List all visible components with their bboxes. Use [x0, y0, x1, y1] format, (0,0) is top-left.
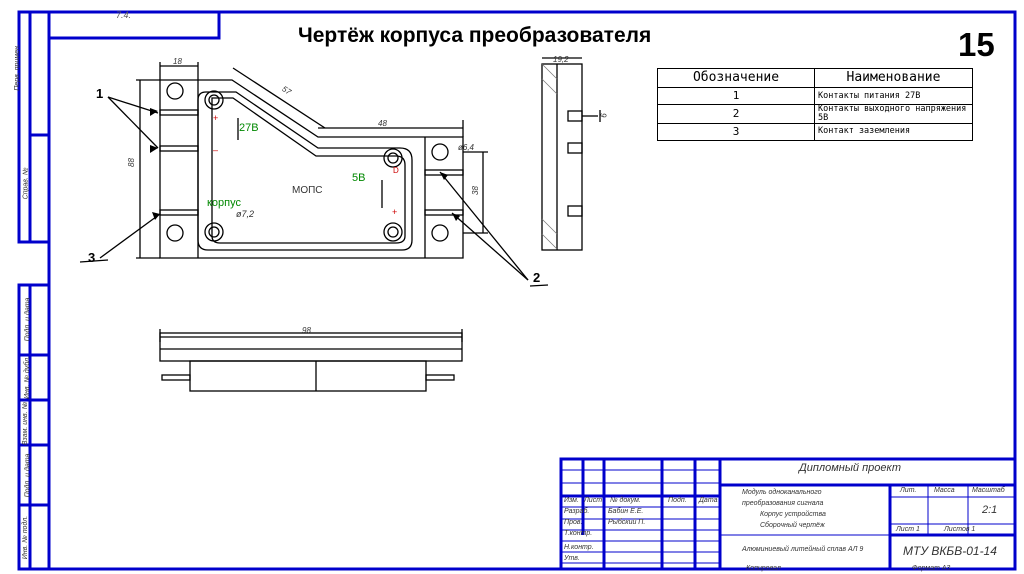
- stamp-copied: Копировал: [746, 565, 781, 572]
- stamp-role: Т.контр.: [564, 530, 593, 537]
- stamp-role: Пров.: [564, 519, 583, 526]
- stamp-head: Лист: [584, 497, 603, 504]
- legend-row: 3 Контакт заземления: [657, 122, 973, 141]
- legend-num: 1: [657, 87, 815, 105]
- label-plus-1: +: [213, 113, 219, 123]
- side-stamp: Инв. № подл.: [22, 515, 30, 560]
- stamp-name: Рыбский П.: [608, 519, 646, 526]
- callout-3: 3: [88, 250, 96, 265]
- legend-header-designation: Обозначение: [657, 68, 815, 88]
- side-stamp: Взам. инв. №: [22, 401, 30, 446]
- stamp-scale: 2:1: [982, 504, 998, 516]
- stamp-name: Бабин Е.Е.: [608, 508, 644, 515]
- callout-2: 2: [533, 270, 541, 285]
- stamp-sheets: Листов 1: [944, 526, 976, 533]
- stamp-head: Дата: [699, 497, 718, 504]
- label-27v: 27В: [239, 122, 259, 134]
- stamp-role: Разраб.: [564, 508, 590, 515]
- stamp-head: Изм.: [564, 497, 579, 504]
- stamp-project: Дипломный проект: [799, 462, 901, 474]
- stamp-format: Формат А3: [912, 565, 951, 572]
- legend-header-name: Наименование: [814, 68, 973, 88]
- side-stamp: Инв. № дубл.: [24, 355, 32, 400]
- side-stamp: Справ. №: [22, 167, 30, 200]
- dim-88: 88: [126, 158, 136, 167]
- legend-num: 2: [657, 104, 815, 124]
- stamp-code: МТУ ВКБВ-01-14: [903, 544, 997, 558]
- dim-hole-72: ø7,2: [236, 209, 255, 219]
- dim-48: 48: [378, 119, 387, 128]
- side-stamp: Перв. примен.: [13, 44, 21, 91]
- label-plus-2: +: [392, 207, 398, 217]
- stamp-desc: Корпус устройства: [760, 511, 826, 518]
- dim-6: 6: [599, 113, 609, 118]
- stamp-sheet: Лист 1: [896, 526, 920, 533]
- dim-18: 18: [173, 57, 182, 66]
- side-stamp: Подп. и дата: [24, 453, 32, 498]
- legend-num: 3: [657, 122, 815, 141]
- legend-row: 2 Контакты выходного напряжения 5В: [657, 104, 973, 124]
- stamp-desc: преобразования сигнала: [742, 500, 824, 507]
- stamp-material: Алюминиевый литейный сплав АЛ 9: [742, 546, 864, 553]
- stamp-head: № докум.: [610, 497, 641, 504]
- dim-192: 19,2: [553, 55, 569, 64]
- legend-row: 1 Контакты питания 27В: [657, 87, 973, 105]
- dim-98: 98: [302, 326, 311, 335]
- stamp-col-head: Масса: [934, 487, 955, 494]
- stamp-col-head: Лит.: [900, 487, 917, 494]
- callout-1: 1: [96, 86, 104, 101]
- legend-name: Контакты питания 27В: [814, 87, 973, 105]
- stamp-desc: Модуль одноканального: [742, 489, 822, 496]
- stamp-desc: Сборочный чертёж: [760, 522, 825, 529]
- dim-38: 38: [470, 186, 480, 195]
- label-d: D: [393, 166, 399, 175]
- label-minus-1: –: [213, 145, 219, 155]
- stamp-role: Н.контр.: [564, 544, 594, 551]
- legend-name: Контакты выходного напряжения 5В: [814, 104, 973, 124]
- legend-name: Контакт заземления: [814, 122, 973, 141]
- stamp-role: Утв.: [564, 555, 580, 562]
- side-stamp: Подп. и дата: [24, 297, 32, 342]
- page-title: Чертёж корпуса преобразователя: [298, 24, 652, 47]
- page-number: 15: [958, 26, 995, 63]
- stamp-col-head: Масштаб: [972, 487, 1005, 494]
- legend-table: Обозначение Наименование 1 Контакты пита…: [657, 68, 973, 141]
- stamp-head: Подп.: [668, 497, 687, 504]
- label-korpus: корпус: [207, 197, 242, 209]
- dim-hole-64: ø6,4: [458, 143, 475, 152]
- label-5v: 5В: [352, 172, 366, 184]
- label-mops: МОПС: [292, 185, 323, 196]
- corner-code: 7.4.: [116, 10, 132, 20]
